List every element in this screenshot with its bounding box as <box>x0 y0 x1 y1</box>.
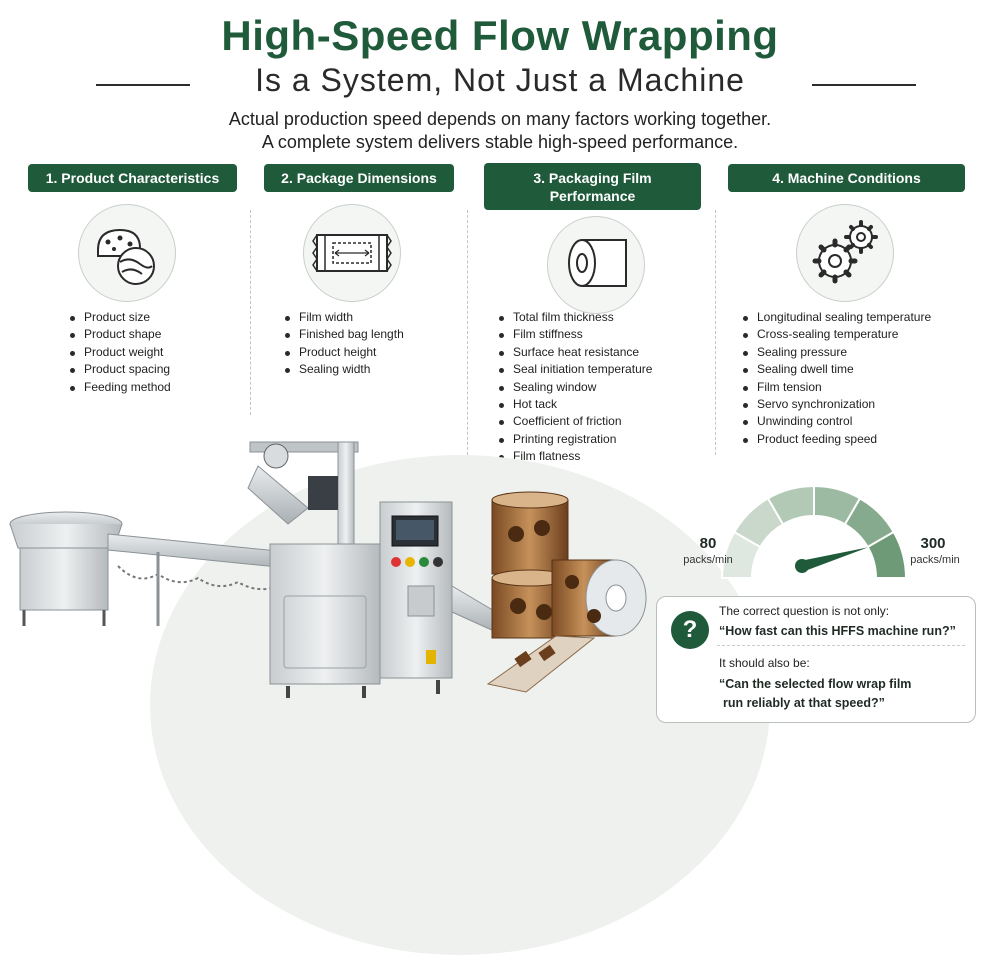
column-divider <box>715 210 716 455</box>
question-intro: The correct question is not only: <box>719 604 890 618</box>
question-followup-intro: It should also be: <box>719 656 810 670</box>
list-item: Seal initiation temperature <box>497 361 652 378</box>
intro-line-2: A complete system delivers stable high-s… <box>261 132 739 152</box>
list-item: Sealing pressure <box>741 344 931 361</box>
page-subtitle: Is a System, Not Just a Machine <box>255 62 745 98</box>
list-item: Longitudinal sealing temperature <box>741 309 931 326</box>
list-item: Film width <box>283 309 404 326</box>
question-callout: ? The correct question is not only: “How… <box>656 596 976 723</box>
list-item: Printing registration <box>497 431 652 448</box>
gauge-max-unit: packs/min <box>910 554 960 566</box>
heading-film-line-1: 3. Packaging Film <box>533 169 652 186</box>
question-icon: ? <box>671 611 709 649</box>
gears-icon <box>796 204 894 302</box>
list-item: Sealing window <box>497 379 652 396</box>
film-roll-icon <box>547 216 645 314</box>
list-item: Product size <box>68 309 171 326</box>
subtitle-rule-right <box>812 84 916 86</box>
package-dimensions-list: Film width Finished bag length Product h… <box>283 309 404 379</box>
gauge-needle-pointer <box>798 547 868 571</box>
product-cookies-icon <box>78 204 176 302</box>
list-item: Product shape <box>68 326 171 343</box>
question-secondary-line-1: “Can the selected flow wrap film <box>719 677 912 691</box>
question-secondary-line-2: run reliably at that speed?” <box>723 696 885 710</box>
speed-gauge <box>720 484 908 579</box>
product-characteristics-list: Product size Product shape Product weigh… <box>68 309 171 396</box>
heading-package-dimensions: 2. Package Dimensions <box>264 164 454 192</box>
page-title: High-Speed Flow Wrapping <box>221 12 779 59</box>
gauge-min-value: 80 <box>699 535 717 552</box>
printed-film-rolls-image <box>486 491 647 693</box>
question-primary: “How fast can this HFFS machine run?” <box>719 624 956 638</box>
subtitle-rule-left <box>96 84 190 86</box>
list-item: Sealing dwell time <box>741 361 931 378</box>
list-item: Film stiffness <box>497 326 652 343</box>
list-item: Feeding method <box>68 379 171 396</box>
gauge-segment <box>866 530 908 579</box>
list-item: Finished bag length <box>283 326 404 343</box>
heading-packaging-film-performance: 3. Packaging Film Performance <box>484 163 701 210</box>
list-item: Hot tack <box>497 396 652 413</box>
list-item: Film tension <box>741 379 931 396</box>
flow-wrapping-machine-image <box>9 441 497 698</box>
list-item: Unwinding control <box>741 413 931 430</box>
list-item: Product weight <box>68 344 171 361</box>
gauge-needle <box>795 547 868 573</box>
gauge-needle-hub <box>795 559 809 573</box>
column-divider <box>467 210 468 460</box>
list-item: Coefficient of friction <box>497 413 652 430</box>
list-item: Total film thickness <box>497 309 652 326</box>
column-divider <box>250 210 251 415</box>
list-item: Sealing width <box>283 361 404 378</box>
subtitle-row: Is a System, Not Just a Machine <box>0 62 1000 106</box>
gauge-min-unit: packs/min <box>683 554 733 566</box>
heading-machine-conditions: 4. Machine Conditions <box>728 164 965 192</box>
list-item: Product spacing <box>68 361 171 378</box>
list-item: Product height <box>283 344 404 361</box>
machine-conditions-list: Longitudinal sealing temperature Cross-s… <box>741 309 931 448</box>
list-item: Servo synchronization <box>741 396 931 413</box>
package-dimensions-icon <box>303 204 401 302</box>
packaging-film-list: Total film thickness Film stiffness Surf… <box>497 309 652 466</box>
intro-line-1: Actual production speed depends on many … <box>228 109 772 129</box>
heading-film-line-2: Performance <box>549 187 636 204</box>
list-item: Surface heat resistance <box>497 344 652 361</box>
gauge-max-value: 300 <box>920 535 946 552</box>
list-item: Cross-sealing temperature <box>741 326 931 343</box>
heading-product-characteristics: 1. Product Characteristics <box>28 164 237 192</box>
question-divider <box>717 645 965 646</box>
list-item: Product feeding speed <box>741 431 931 448</box>
